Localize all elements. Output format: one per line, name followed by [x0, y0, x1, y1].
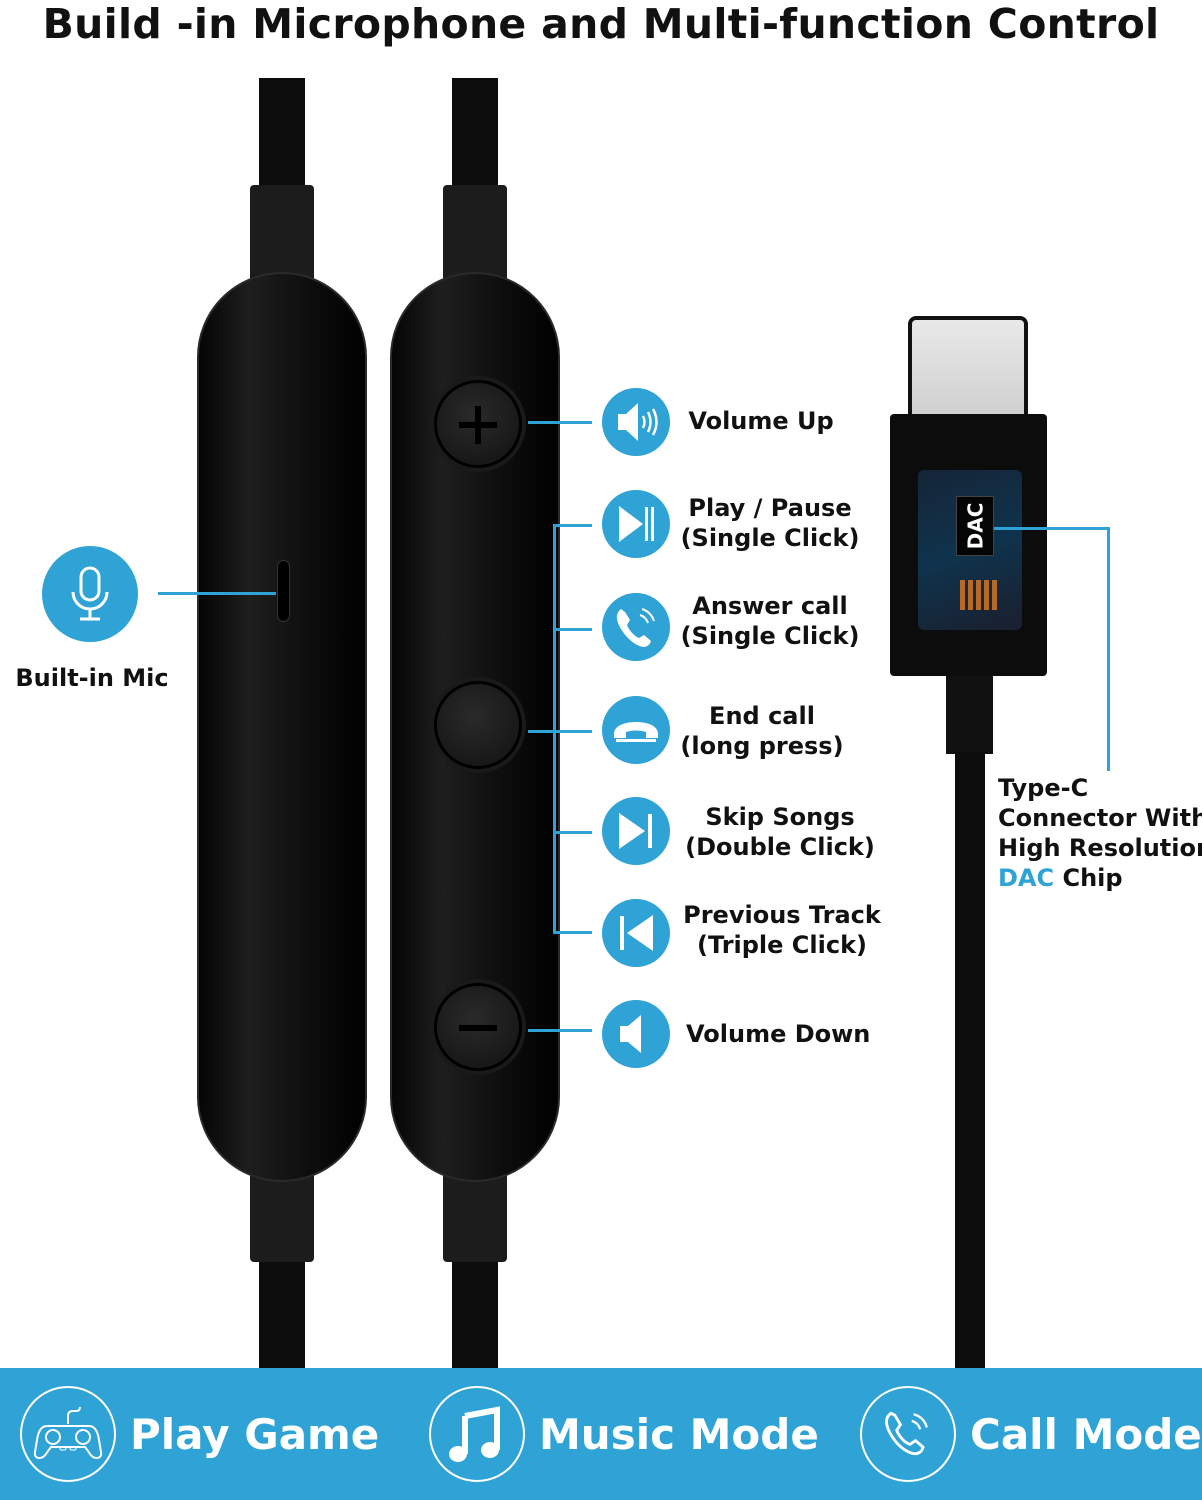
dac-chip-label: DAC [963, 502, 988, 550]
dac-components [960, 580, 1000, 610]
bracket-vertical [553, 524, 556, 934]
label-line: Connector With [998, 804, 1202, 832]
mode-label: Call Mode [970, 1409, 1202, 1459]
label-text: Chip [1054, 864, 1123, 892]
usb-c-plug [908, 316, 1028, 418]
label-line: Answer call [692, 592, 848, 620]
dac-leader-vertical [1107, 527, 1110, 771]
bracket-tick [553, 524, 592, 527]
play-pause-label: Play / Pause(Single Click) [680, 493, 860, 553]
label-line: (Single Click) [680, 524, 860, 552]
usb-cable [955, 752, 985, 1370]
label-line: (long press) [680, 732, 844, 760]
microphone-icon [42, 546, 138, 642]
bracket-tick [553, 931, 592, 934]
mode-music: Music Mode [429, 1384, 819, 1484]
left-collar-top [250, 185, 314, 285]
plus-icon [459, 406, 497, 444]
label-line: Type-C [998, 774, 1089, 802]
label-line: Skip Songs [705, 803, 855, 831]
label-line: Previous Track [683, 901, 881, 929]
volume-plus-button[interactable] [434, 380, 522, 468]
volume-down-label: Volume Down [686, 1020, 871, 1048]
page-title: Build -in Microphone and Multi-function … [42, 0, 1160, 48]
skip-songs-label: Skip Songs(Double Click) [680, 802, 880, 862]
mode-bar: Play Game Music Mode Call Mode [0, 1368, 1202, 1500]
volume-up-icon [602, 388, 670, 456]
answer-call-label: Answer call(Single Click) [680, 591, 860, 651]
dac-leader-horizontal [994, 527, 1110, 530]
previous-track-icon [602, 899, 670, 967]
volume-down-icon [602, 1000, 670, 1068]
label-line: End call [709, 702, 815, 730]
previous-track-label: Previous Track(Triple Click) [682, 900, 882, 960]
right-collar-bottom [443, 1170, 507, 1262]
left-collar-bottom [250, 1170, 314, 1262]
label-line: Play / Pause [688, 494, 852, 522]
volume-up-label: Volume Up [688, 407, 834, 435]
mic-label: Built-in Mic [15, 664, 169, 692]
right-collar-top [443, 185, 507, 285]
dac-chip: DAC [956, 496, 994, 556]
mode-play-game: Play Game [20, 1384, 379, 1484]
dac-accent-text: DAC [998, 864, 1055, 892]
leader-volume-down [528, 1029, 592, 1032]
mode-label: Play Game [130, 1409, 380, 1459]
play-pause-icon [602, 490, 670, 558]
multifunction-button[interactable] [434, 681, 522, 769]
label-line: (Single Click) [680, 622, 860, 650]
volume-minus-button[interactable] [434, 983, 522, 1071]
answer-call-icon [602, 593, 670, 661]
label-line: (Double Click) [685, 833, 875, 861]
gamepad-icon [20, 1386, 116, 1482]
phone-call-icon [860, 1386, 956, 1482]
mic-leader-line [158, 592, 276, 595]
skip-next-icon [602, 797, 670, 865]
leader-end-call [528, 730, 592, 733]
music-note-icon [429, 1386, 525, 1482]
end-call-label: End call(long press) [672, 701, 852, 761]
connector-label: Type-C Connector With High Resolution DA… [998, 773, 1202, 893]
label-line: High Resolution [998, 834, 1202, 862]
usb-neck [946, 676, 993, 754]
mode-call: Call Mode [860, 1384, 1202, 1484]
mic-remote-body [197, 272, 367, 1182]
label-line: (Triple Click) [696, 931, 868, 959]
end-call-icon [602, 696, 670, 764]
bracket-tick [553, 831, 592, 834]
mic-hole [277, 560, 290, 622]
mode-label: Music Mode [539, 1409, 819, 1459]
bracket-tick [553, 628, 592, 631]
label-line: DAC Chip [998, 863, 1202, 893]
minus-icon [459, 1025, 497, 1031]
leader-volume-up [528, 421, 592, 424]
